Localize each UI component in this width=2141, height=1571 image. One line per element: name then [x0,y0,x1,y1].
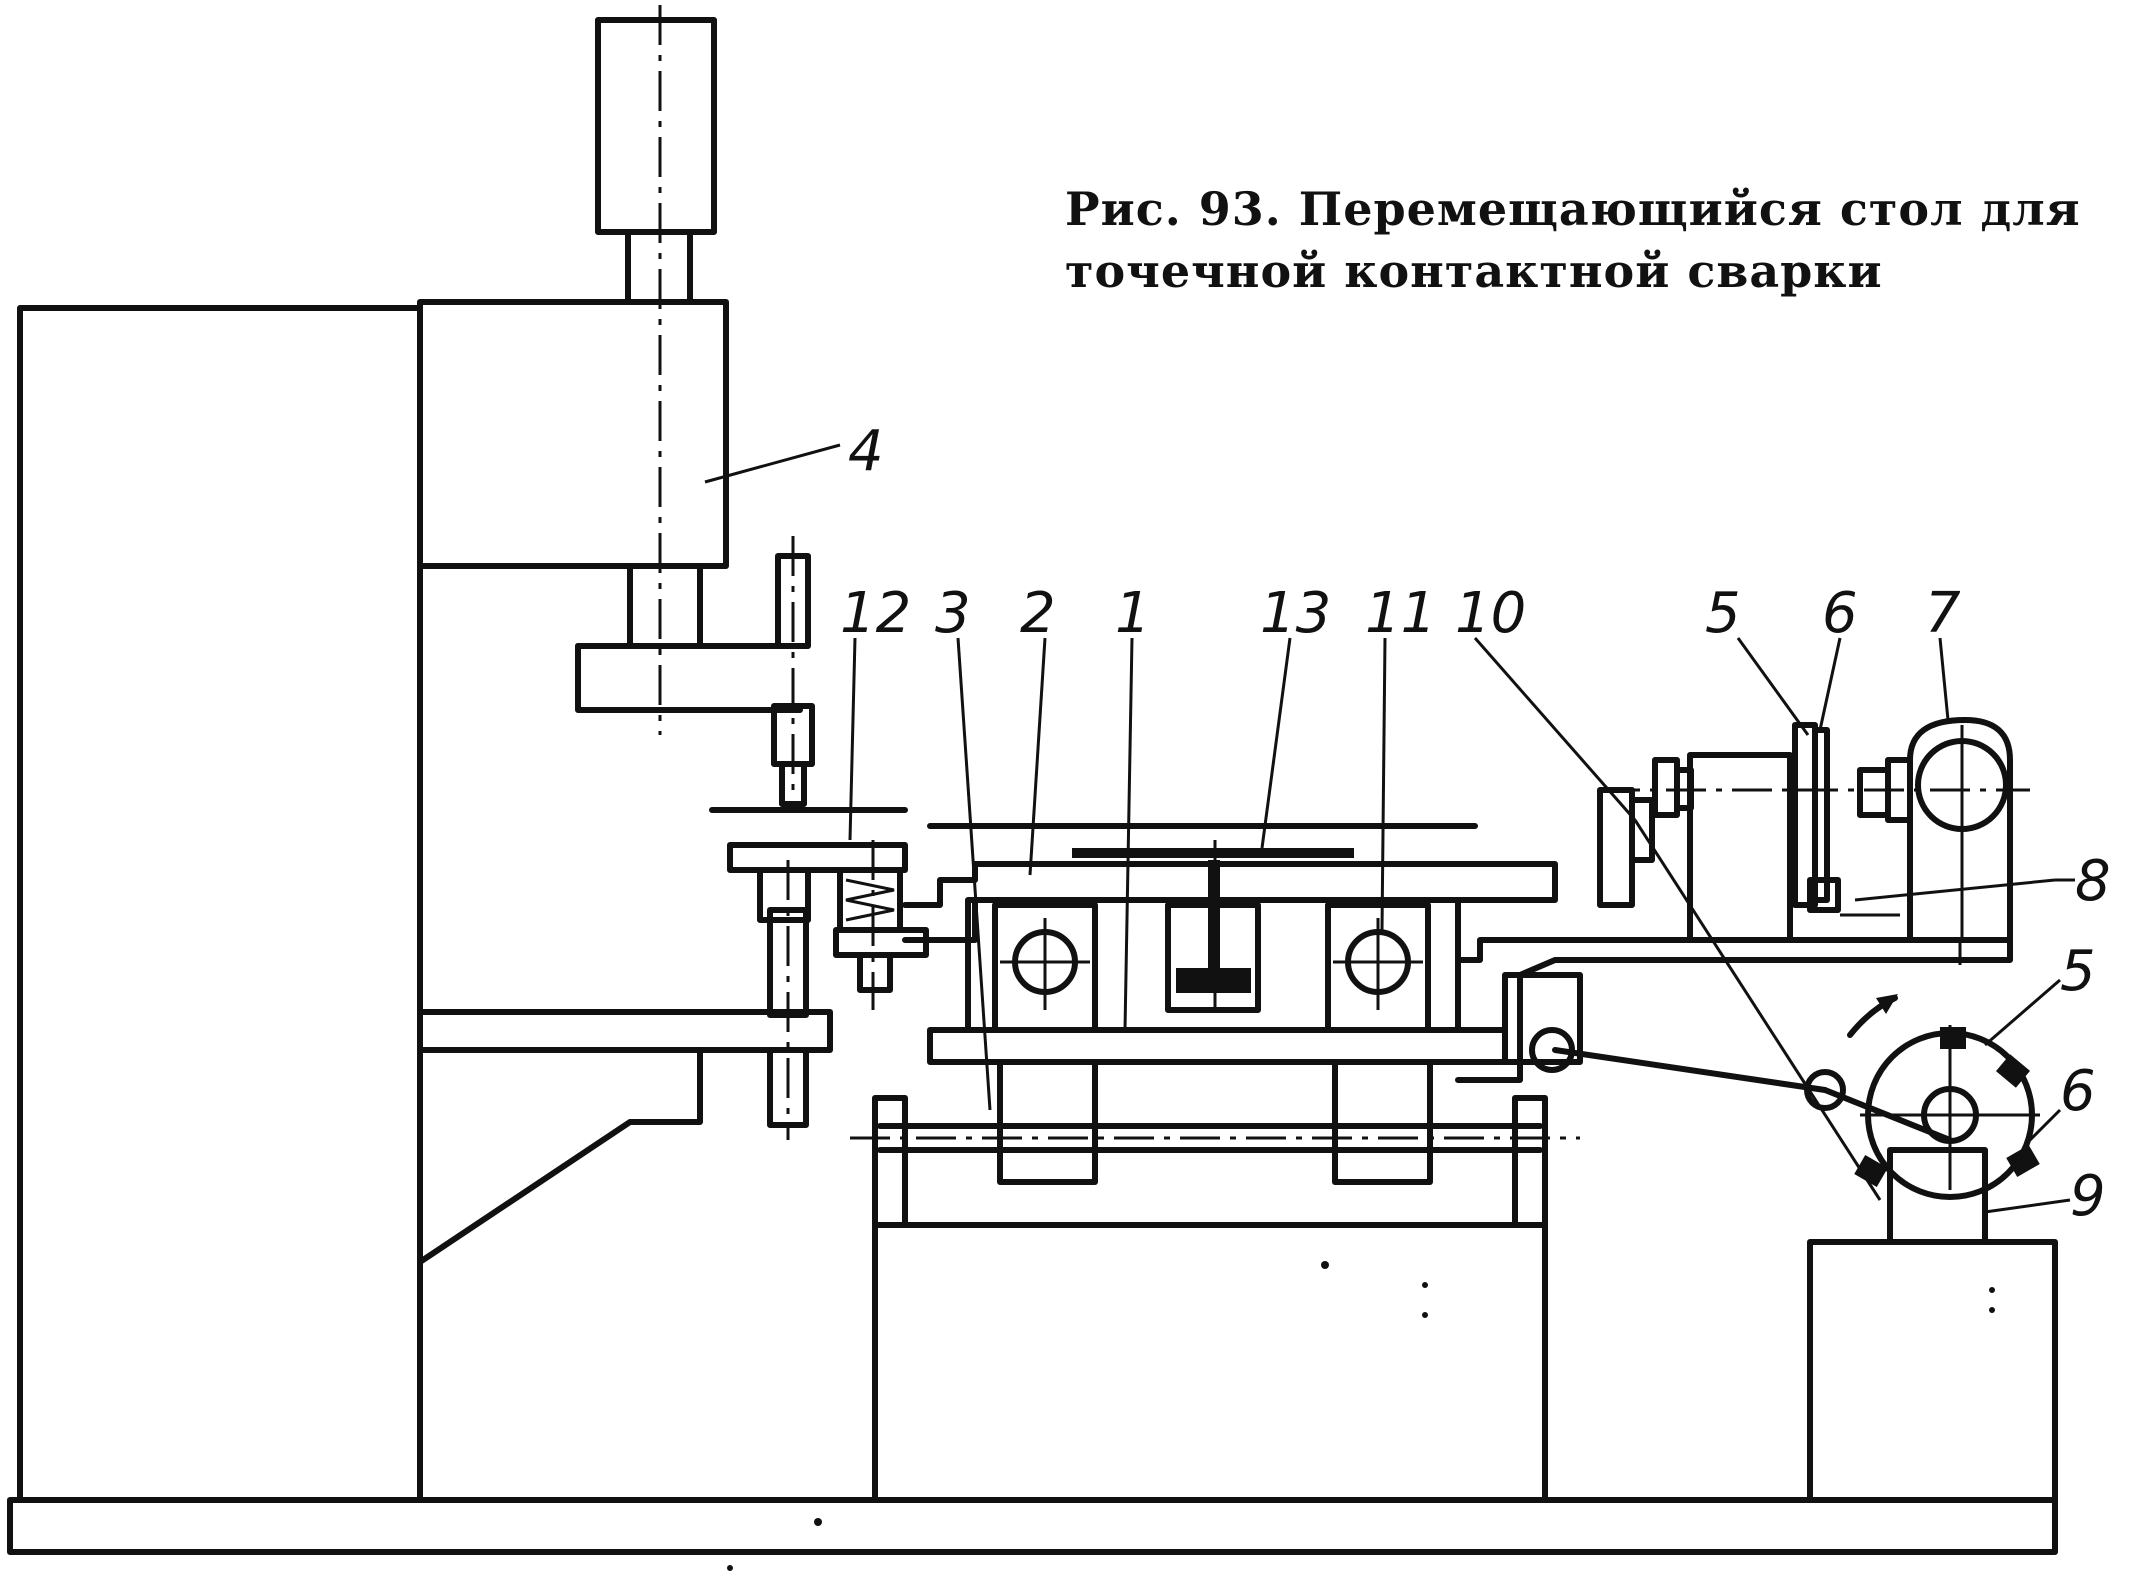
label-11: 11 [1365,581,1436,646]
lower-electrode [709,807,908,1140]
label-5-bottom: 5 [2060,939,2096,1004]
cam-mechanism [1529,994,2040,1200]
label-7: 7 [1925,581,1961,646]
label-1: 1 [1115,581,1151,646]
label-4: 4 [848,419,884,484]
label-3: 3 [935,581,971,646]
spring-12 [833,840,929,1010]
label-2: 2 [1020,581,1056,646]
machine-frame [17,305,833,1503]
label-6-bottom: 6 [2060,1059,2096,1124]
moving-table [902,840,2013,1083]
upper-electrode [771,536,815,807]
upper-drive [1597,717,2030,965]
leader-lines [704,443,2075,1214]
support-rails [850,1059,1580,1228]
pneumatic-cylinder [595,17,717,305]
label-13: 13 [1260,581,1331,646]
drive-base-9 [1807,1147,2058,1503]
figure-caption: Рис. 93. Перемещающийся стол для точечно… [1065,178,2125,302]
lower-guide [927,972,1583,1065]
part-labels: 4 12 3 2 1 13 11 10 5 6 7 8 5 6 9 [840,419,2111,1229]
caption-line-1: Рис. 93. Перемещающийся стол для [1065,182,2081,236]
head-4 [417,299,803,713]
label-5-top: 5 [1705,581,1741,646]
base-plate [7,1497,2058,1555]
label-8: 8 [2075,849,2111,914]
label-12: 12 [840,581,911,646]
label-6-top: 6 [1822,581,1858,646]
pedestal [872,1222,1548,1503]
scan-specks [727,1261,1995,1571]
label-10: 10 [1455,581,1526,646]
label-9: 9 [2070,1164,2106,1229]
caption-line-2: точечной контактной сварки [1065,244,1883,298]
